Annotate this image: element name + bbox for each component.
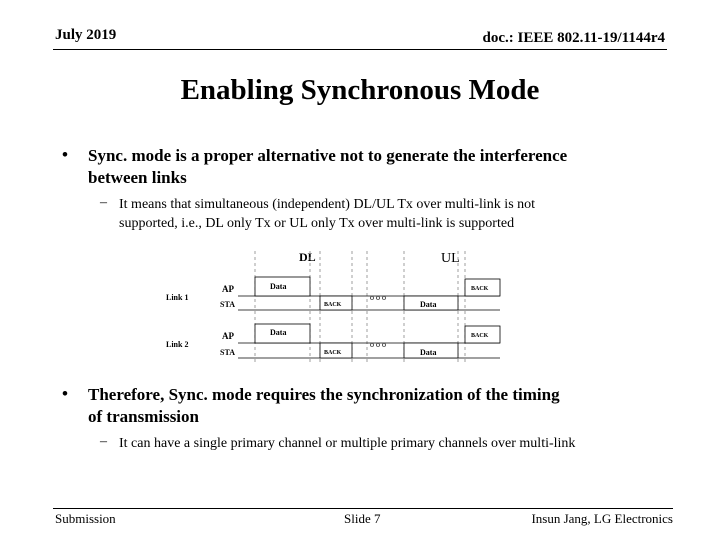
timing-diagram: DL UL Link 1 Link 2 AP STA AP STA Data B… [166,250,501,363]
footer-rule [53,508,673,509]
link-1-sta-label: STA [220,300,235,309]
link-1-ul-back-frame [464,278,501,297]
header-doc-id: doc.: IEEE 802.11-19/1144r4 [482,30,665,46]
link-1-ap-label: AP [222,284,234,294]
header-rule [53,49,667,50]
link-2-ul-data-frame [403,342,459,359]
link-2-ul-data-label: Data [420,348,436,357]
footer-author: Insun Jang, LG Electronics [531,511,673,526]
link-2-sta-label: STA [220,348,235,357]
link-2-label: Link 2 [166,340,188,349]
footer-submission: Submission [55,511,116,526]
link-1-ul-data-frame [403,295,459,311]
bullet-2-line-1: Therefore, Sync. mode requires the synch… [88,385,560,404]
link-1-back-label: BACK [324,302,342,308]
bullet-2-sub-line-1: It can have a single primary channel or … [119,436,576,451]
link-1-ul-back-label: BACK [471,286,489,292]
bullet-icon: • [62,384,68,403]
slide-title: Enabling Synchronous Mode [180,74,540,106]
link-2-ap-label: AP [222,331,234,341]
link-1-label: Link 1 [166,293,188,302]
bullet-1-sub: It means that simultaneous (independent)… [119,195,679,233]
link-1-ul-data-label: Data [420,300,436,309]
bullet-2: Therefore, Sync. mode requires the synch… [88,384,688,428]
footer-slide-number: Slide 7 [344,511,381,526]
bullet-1: Sync. mode is a proper alternative not t… [88,145,688,189]
dash-icon: – [100,434,107,449]
link-1-dl-data-label: Data [270,282,286,291]
bullet-1-sub-line-1: It means that simultaneous (independent)… [119,197,536,212]
bullet-2-line-2: of transmission [88,407,199,426]
link-1-dl-data-frame [254,276,311,297]
dl-label: DL [299,250,316,264]
ul-label: UL [441,251,460,266]
bullet-2-sub: It can have a single primary channel or … [119,434,699,453]
dash-icon: – [100,195,107,210]
link-2-dl-data-label: Data [270,328,286,337]
link-2-back-label: BACK [324,350,342,356]
link-2-ul-back-label: BACK [471,333,489,339]
link-2-ul-back-frame [464,325,501,344]
bullet-1-line-2: between links [88,168,187,187]
header-date: July 2019 [55,27,117,43]
link-2-dl-data-frame [254,323,311,344]
bullet-icon: • [62,145,68,164]
bullet-1-sub-line-2: supported, i.e., DL only Tx or UL only T… [119,216,515,231]
link-2-back-frame [319,342,353,359]
link-2-ellipsis: o o o [370,340,386,349]
link-1-ellipsis: o o o [370,293,386,302]
bullet-1-line-1: Sync. mode is a proper alternative not t… [88,146,568,165]
link-1-back-frame [319,295,353,311]
